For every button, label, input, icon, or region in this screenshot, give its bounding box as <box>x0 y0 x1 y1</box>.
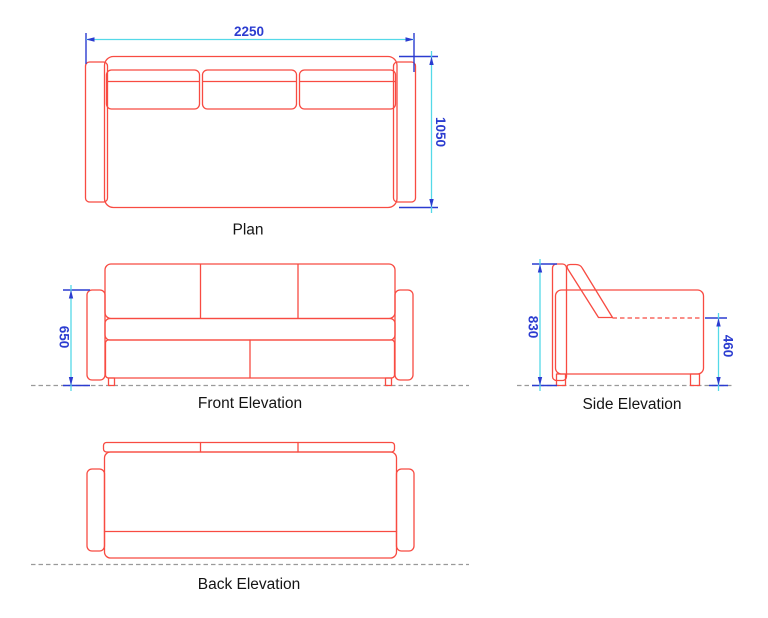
side-elevation-label: Side Elevation <box>582 396 681 413</box>
side-backrest-cushion <box>566 263 614 319</box>
arrowhead-up <box>716 318 721 327</box>
front-height-dimension: 650 <box>57 285 90 391</box>
plan-view-label: Plan <box>232 222 263 239</box>
side-elevation-view: 830 460 Side Elevation <box>517 259 736 413</box>
dimension-text-depth: 1050 <box>433 117 448 147</box>
side-left-foot <box>555 373 567 387</box>
front-elevation-view: 650 Front Elevation <box>31 263 469 412</box>
side-total-height-dimension: 830 <box>526 259 557 391</box>
arrowhead-down <box>716 377 721 386</box>
plan-right-armrest <box>392 61 417 203</box>
arrowhead-down <box>537 377 543 386</box>
arrowhead-right <box>405 37 414 42</box>
plan-width-dimension: 2250 <box>85 24 415 72</box>
back-elevation-label: Back Elevation <box>198 576 301 593</box>
arrowhead-up <box>537 264 543 273</box>
arrowhead-down <box>429 199 434 208</box>
front-elevation-label: Front Elevation <box>198 395 302 412</box>
back-top-strip <box>102 441 396 453</box>
front-left-foot <box>107 377 116 387</box>
plan-depth-dimension: 1050 <box>399 51 448 213</box>
front-right-armrest <box>394 289 414 381</box>
plan-sofa-outline <box>103 55 398 209</box>
side-right-foot <box>689 373 701 387</box>
front-back-cushions <box>104 263 396 320</box>
back-elevation-view: Back Elevation <box>31 441 469 593</box>
front-left-armrest <box>86 289 106 381</box>
back-body <box>103 451 398 559</box>
front-seat-cushion <box>104 317 396 341</box>
arrowhead-up <box>429 56 434 65</box>
back-left-armrest <box>86 468 106 552</box>
arrowhead-left <box>86 37 95 42</box>
front-right-foot <box>384 377 393 387</box>
plan-cushion-2 <box>201 69 298 110</box>
plan-cushion-3 <box>298 69 397 110</box>
dimension-text-back-height: 830 <box>526 316 541 339</box>
dimension-text-width: 2250 <box>234 24 264 39</box>
dimension-text-seat-height: 460 <box>721 335 736 358</box>
arrowhead-down <box>68 377 74 386</box>
side-body <box>554 289 705 375</box>
plan-left-armrest <box>84 61 109 203</box>
back-right-armrest <box>395 468 415 552</box>
plan-cushion-1 <box>105 69 201 110</box>
plan-view: 2250 1050 Plan <box>84 24 448 239</box>
arrowhead-up <box>68 290 74 299</box>
dimension-text-arm-height: 650 <box>57 326 72 349</box>
side-seat-height-dimension: 460 <box>705 313 736 391</box>
side-back-panel <box>551 263 568 382</box>
